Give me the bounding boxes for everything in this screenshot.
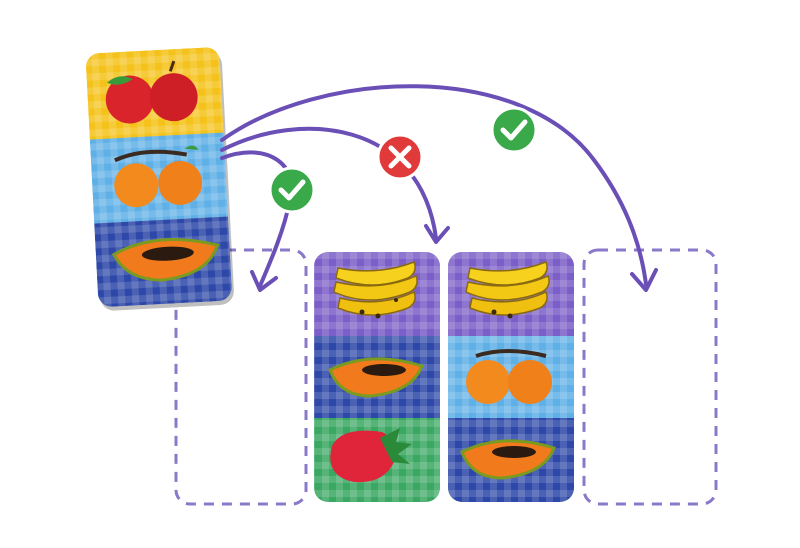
apples-icon (105, 60, 198, 124)
bananas-icon (333, 261, 418, 319)
move-arrow-right-slot (220, 84, 648, 286)
papaya-icon (328, 357, 424, 398)
oranges-icon (114, 145, 203, 208)
check-icon (268, 166, 316, 214)
papaya-icon (460, 439, 556, 480)
cross-icon (376, 133, 424, 181)
right-empty-slot[interactable] (582, 248, 718, 506)
table-card-1[interactable] (314, 252, 440, 502)
check-icon (490, 106, 538, 154)
left-empty-slot[interactable] (174, 248, 308, 506)
bananas-icon (465, 261, 550, 319)
table-card-2[interactable] (448, 252, 574, 502)
held-card[interactable] (85, 46, 234, 312)
move-arrow-table-card-1 (220, 126, 438, 240)
papaya-icon (111, 237, 220, 282)
oranges-icon (466, 349, 552, 404)
strawberry-icon (330, 428, 412, 483)
